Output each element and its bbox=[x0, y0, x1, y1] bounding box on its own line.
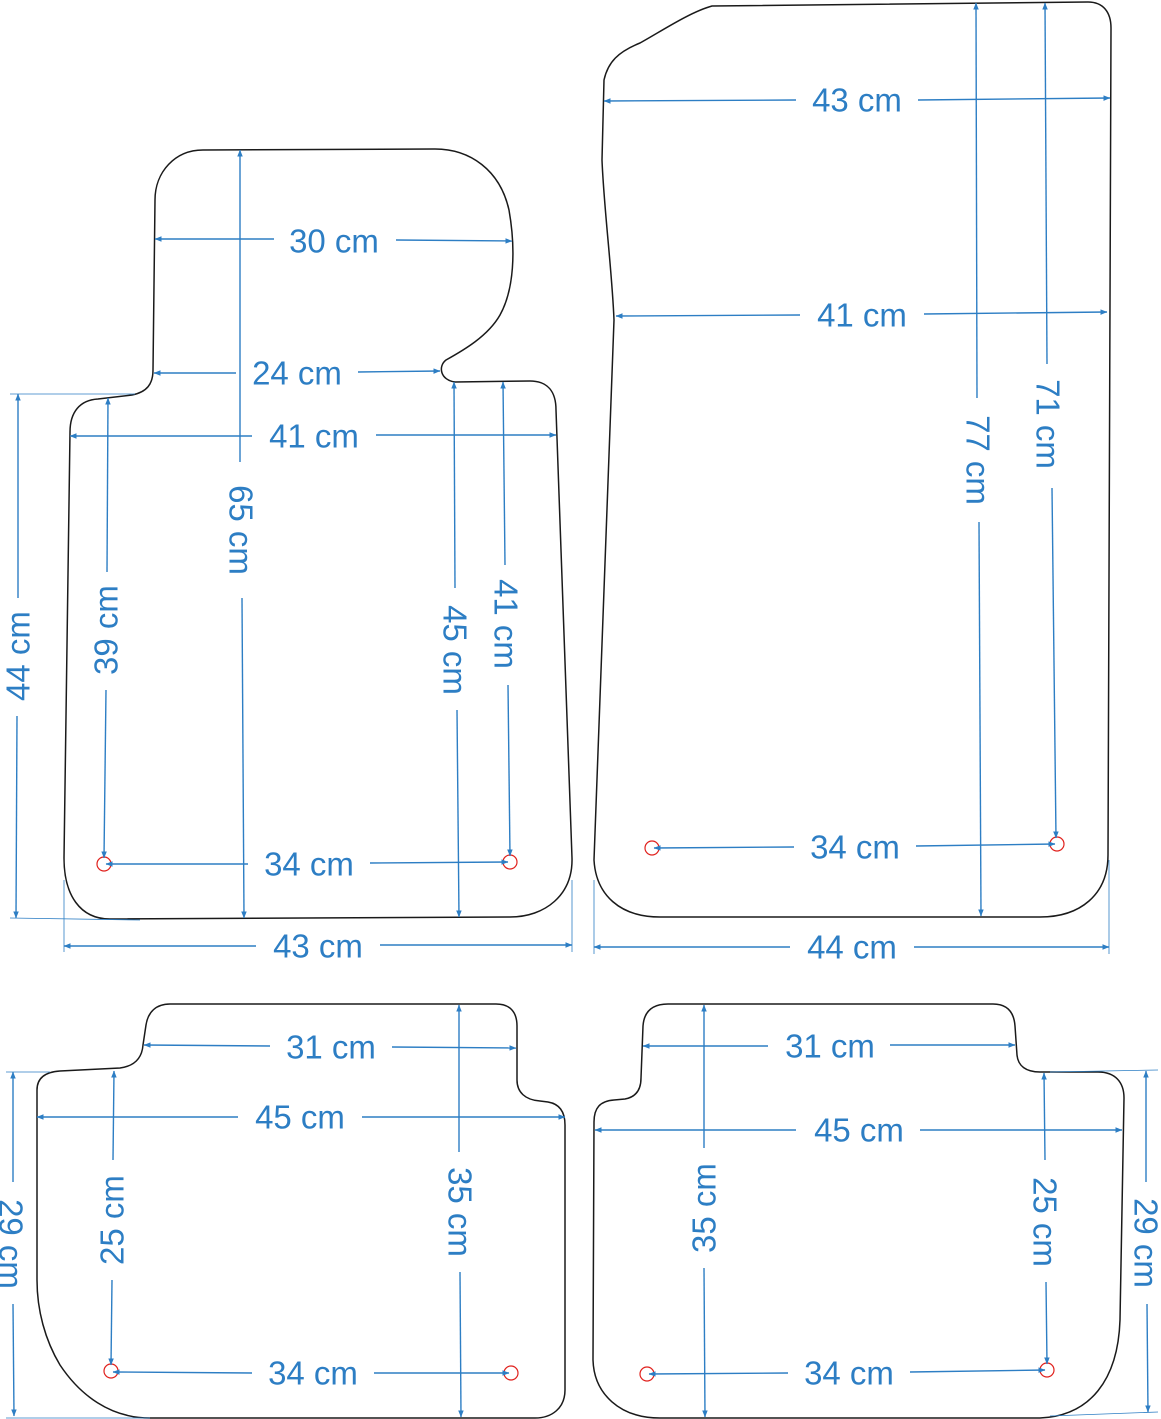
dimension-line bbox=[1145, 1303, 1151, 1413]
mat-front-right: 43 cm 41 cm 34 cm 44 cm 77 cm 71 cm bbox=[593, 1, 1112, 966]
dimension-line bbox=[11, 1303, 17, 1417]
dimension-label: 45 cm bbox=[814, 1112, 904, 1149]
dimension-label: 41 cm bbox=[817, 297, 907, 334]
dimension-label: 39 cm bbox=[88, 585, 125, 675]
dimension-line bbox=[451, 381, 457, 589]
mat-rear-left-outline bbox=[36, 1003, 566, 1419]
dimension-label: 35 cm bbox=[442, 1167, 479, 1257]
dimension-label: 41 cm bbox=[488, 579, 525, 669]
dimension-label: 43 cm bbox=[812, 82, 902, 119]
dimension-line bbox=[1042, 2, 1048, 365]
dimension-line bbox=[101, 689, 107, 859]
dimension-line bbox=[369, 859, 509, 865]
dimension-line bbox=[603, 98, 797, 104]
dimension-line bbox=[615, 313, 801, 319]
dimension-line bbox=[1041, 1072, 1047, 1161]
dimension-line bbox=[917, 95, 1111, 101]
dimension-line bbox=[458, 1271, 464, 1418]
dimension-line bbox=[653, 845, 795, 851]
dimension-line bbox=[108, 1279, 114, 1366]
dimension-label: 34 cm bbox=[810, 829, 900, 866]
dimension-label: 34 cm bbox=[804, 1355, 894, 1392]
dimension-label: 34 cm bbox=[264, 846, 354, 883]
dimension-line bbox=[923, 309, 1108, 315]
dimension-line bbox=[357, 368, 441, 374]
dimension-label: 44 cm bbox=[807, 929, 897, 966]
dimension-label: 45 cm bbox=[437, 605, 474, 695]
dimension-label: 25 cm bbox=[1027, 1177, 1064, 1267]
dimension-label: 71 cm bbox=[1030, 379, 1067, 469]
dimension-line bbox=[978, 521, 984, 917]
dimension-line bbox=[391, 1045, 517, 1051]
dimension-line bbox=[241, 597, 247, 919]
mat-front-right-outline bbox=[593, 1, 1112, 918]
dimension-line bbox=[915, 841, 1056, 847]
dimension-label: 44 cm bbox=[0, 611, 37, 701]
dimension-line bbox=[909, 1367, 1046, 1373]
dimension-label: 25 cm bbox=[94, 1175, 131, 1265]
mat-rear-left: 31 cm 45 cm 34 cm 25 cm 35 cm 29 cm bbox=[0, 1003, 566, 1419]
mat-rear-right: 31 cm 45 cm 34 cm 35 cm 25 cm 29 cm bbox=[592, 1003, 1161, 1419]
mat-front-left: 30 cm 24 cm 41 cm 34 cm 43 cm 65 cm 39 c… bbox=[0, 148, 573, 965]
dimension-label: 24 cm bbox=[252, 355, 342, 392]
dimension-line bbox=[395, 238, 513, 244]
mat-rear-right-outline bbox=[592, 1003, 1125, 1419]
dimension-line bbox=[702, 1267, 708, 1418]
dimension-line bbox=[973, 2, 979, 399]
dimension-line bbox=[648, 1371, 789, 1377]
dimension-label: 34 cm bbox=[268, 1355, 358, 1392]
dimension-line bbox=[105, 397, 111, 573]
mounting-hole bbox=[103, 1363, 119, 1379]
dimension-label: 41 cm bbox=[269, 418, 359, 455]
dimension-line bbox=[112, 1369, 253, 1375]
extension-line bbox=[1049, 1069, 1159, 1073]
dimension-line bbox=[456, 709, 462, 918]
dimension-line bbox=[111, 1070, 117, 1161]
dimension-line bbox=[143, 1042, 271, 1048]
mat-front-left-outline bbox=[63, 148, 573, 920]
dimension-label: 29 cm bbox=[0, 1199, 30, 1289]
dimension-label: 45 cm bbox=[255, 1099, 345, 1136]
dimension-label: 29 cm bbox=[1128, 1198, 1161, 1288]
dimension-line bbox=[1044, 1281, 1050, 1365]
dimension-label: 31 cm bbox=[286, 1029, 376, 1066]
dimension-line bbox=[500, 381, 506, 566]
dimension-line bbox=[507, 684, 513, 857]
dimension-line bbox=[1051, 487, 1059, 839]
dimension-label: 43 cm bbox=[273, 928, 363, 965]
extension-line bbox=[1049, 1411, 1159, 1417]
dimension-label: 30 cm bbox=[289, 223, 379, 260]
dimension-line bbox=[13, 715, 19, 919]
dimension-label: 35 cm bbox=[686, 1163, 723, 1253]
dimension-label: 77 cm bbox=[960, 415, 997, 505]
dimension-label: 31 cm bbox=[785, 1028, 875, 1065]
dimension-label: 65 cm bbox=[223, 485, 260, 575]
extension-line bbox=[9, 917, 141, 921]
